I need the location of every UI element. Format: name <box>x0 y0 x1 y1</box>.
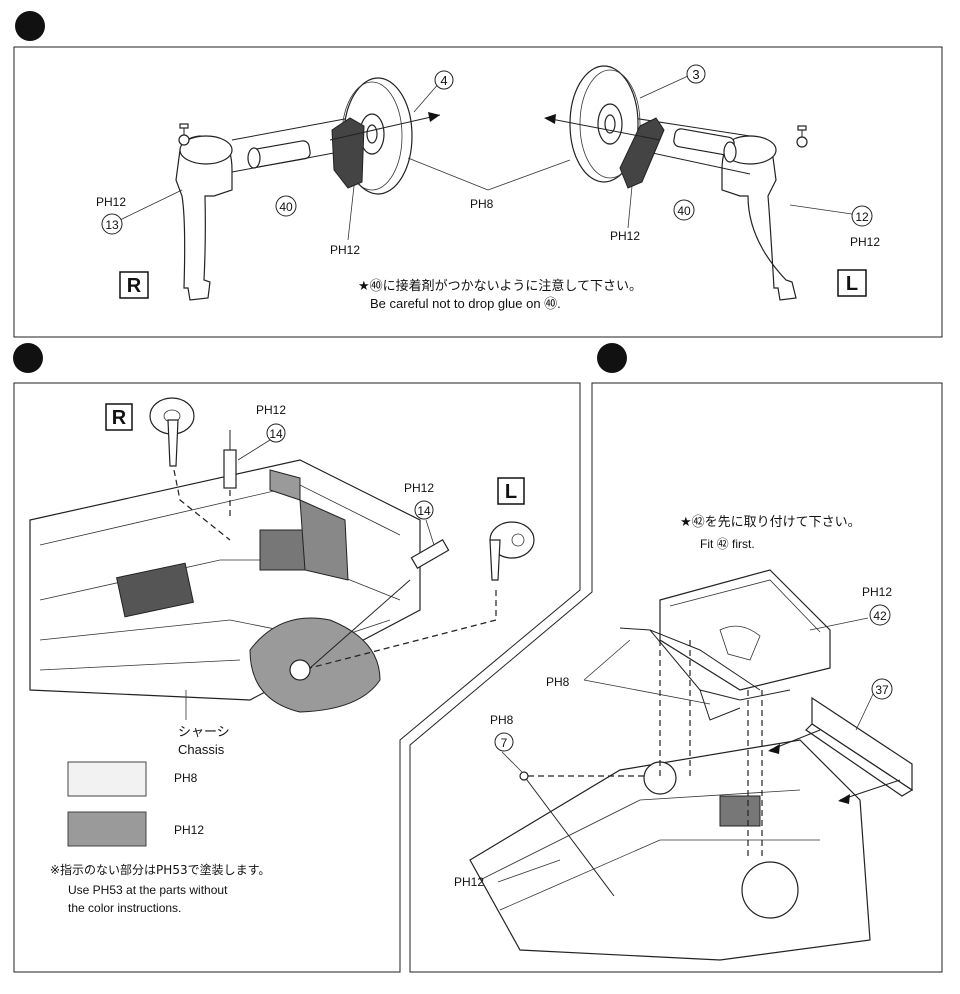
step-number-badge <box>13 343 43 373</box>
callout-part-37: 37 <box>871 678 893 700</box>
leader-line <box>407 157 489 191</box>
fit-first-note-en: Fit ㊷ first. <box>700 537 755 551</box>
callout-part-14: 14 <box>414 500 434 520</box>
callout-part-13: 13 <box>101 213 123 235</box>
svg-text:12: 12 <box>855 210 869 224</box>
svg-text:4: 4 <box>440 73 447 88</box>
step-3: 3 ★㊷を先に取り付けて下さい。 Fit ㊷ first. <box>409 343 943 973</box>
assembly-guide <box>309 590 497 669</box>
leader-line <box>501 751 523 773</box>
legend-light: PH8 <box>67 761 198 797</box>
callout-part-3: 3 <box>686 64 706 84</box>
svg-text:R: R <box>112 407 127 429</box>
svg-text:42: 42 <box>873 609 887 623</box>
paint-code: PH8 <box>490 713 514 727</box>
svg-text:40: 40 <box>677 204 691 218</box>
paint-code: PH12 <box>96 195 126 209</box>
leader-line <box>583 679 711 705</box>
svg-text:7: 7 <box>501 736 508 750</box>
leader-line <box>809 617 869 631</box>
step-1-frame <box>13 46 943 338</box>
right-axle-shaft <box>231 117 351 173</box>
paint-code: PH12 <box>862 585 892 599</box>
leader-line <box>583 639 631 681</box>
step-2: 2 PH12 <box>13 343 581 973</box>
step-number-badge <box>597 343 627 373</box>
callout-part-12: 12 <box>851 205 873 227</box>
svg-text:40: 40 <box>279 200 293 214</box>
damper-part-14-right <box>223 430 237 520</box>
leader-line <box>639 75 689 99</box>
chassis-label-en: Chassis <box>178 742 225 757</box>
chassis-label-jp: シャーシ <box>178 725 230 740</box>
chassis-drawing <box>29 459 421 713</box>
paint-code: PH12 <box>404 481 434 495</box>
glue-warning-jp: ★㊵に接着剤がつかないように注意して下さい。 <box>358 278 642 294</box>
right-brake-assembly <box>329 77 441 195</box>
paint-code: PH12 <box>330 243 360 257</box>
leader-line <box>347 185 355 241</box>
svg-text:3: 3 <box>692 67 699 82</box>
glue-warning-en: Be careful not to drop glue on ㊵. <box>370 296 561 311</box>
leader-line <box>855 691 875 731</box>
right-upright-part <box>175 123 233 301</box>
svg-text:R: R <box>127 275 142 297</box>
callout-part-14: 14 <box>266 423 286 443</box>
side-badge-right: R <box>119 271 149 299</box>
side-badge-right: R <box>105 403 133 431</box>
paint-note-en-1: Use PH53 at the parts without <box>68 883 228 897</box>
paint-code: PH12 <box>610 229 640 243</box>
step-number: 2 <box>22 348 33 370</box>
svg-text:PH12: PH12 <box>174 823 204 837</box>
upright-right-small <box>149 397 195 467</box>
upright-left-small <box>489 521 535 581</box>
paint-code: PH12 <box>256 403 286 417</box>
paint-note-en-2: the color instructions. <box>68 901 181 915</box>
leader-line <box>627 185 633 229</box>
paint-code: PH12 <box>454 875 484 889</box>
leader-line <box>487 159 571 191</box>
arrow-line <box>839 779 901 801</box>
fit-first-note-jp: ★㊷を先に取り付けて下さい。 <box>680 515 861 530</box>
leader-line <box>413 81 441 113</box>
step-2-frame <box>13 382 581 973</box>
lower-body-drawing <box>469 739 871 961</box>
panel-part-37 <box>805 696 914 797</box>
assembly-guide <box>173 469 231 541</box>
side-badge-left: L <box>837 269 867 297</box>
paint-note-jp: ※指示のない部分はPH53で塗装します。 <box>50 862 270 877</box>
step-number-badge <box>15 11 45 41</box>
callout-part-40: 40 <box>275 195 297 217</box>
side-badge-left: L <box>497 477 525 505</box>
callout-part-42: 42 <box>869 604 891 626</box>
step-number: 1 <box>24 16 35 38</box>
svg-text:L: L <box>505 481 517 503</box>
callout-part-4: 4 <box>434 70 454 90</box>
step-number: 3 <box>606 348 617 370</box>
step-3-frame <box>409 382 943 973</box>
paint-code: PH8 <box>546 675 570 689</box>
left-brake-assembly <box>544 65 665 189</box>
paint-code: PH8 <box>470 197 494 211</box>
callout-part-40: 40 <box>673 199 695 221</box>
leader-line <box>497 859 561 883</box>
legend-dark: PH12 <box>67 811 204 847</box>
leader-line <box>789 204 853 215</box>
svg-text:37: 37 <box>875 683 889 697</box>
svg-text:14: 14 <box>269 427 283 441</box>
callout-part-7: 7 <box>494 732 514 752</box>
paint-code: PH12 <box>850 235 880 249</box>
svg-text:13: 13 <box>105 218 119 232</box>
svg-text:L: L <box>846 273 858 295</box>
svg-text:PH8: PH8 <box>174 771 198 785</box>
leader-line <box>119 189 183 221</box>
step-1: 1 <box>13 11 943 338</box>
damper-part-14-left <box>309 538 450 669</box>
svg-text:14: 14 <box>417 504 431 518</box>
frame-part <box>619 627 791 721</box>
